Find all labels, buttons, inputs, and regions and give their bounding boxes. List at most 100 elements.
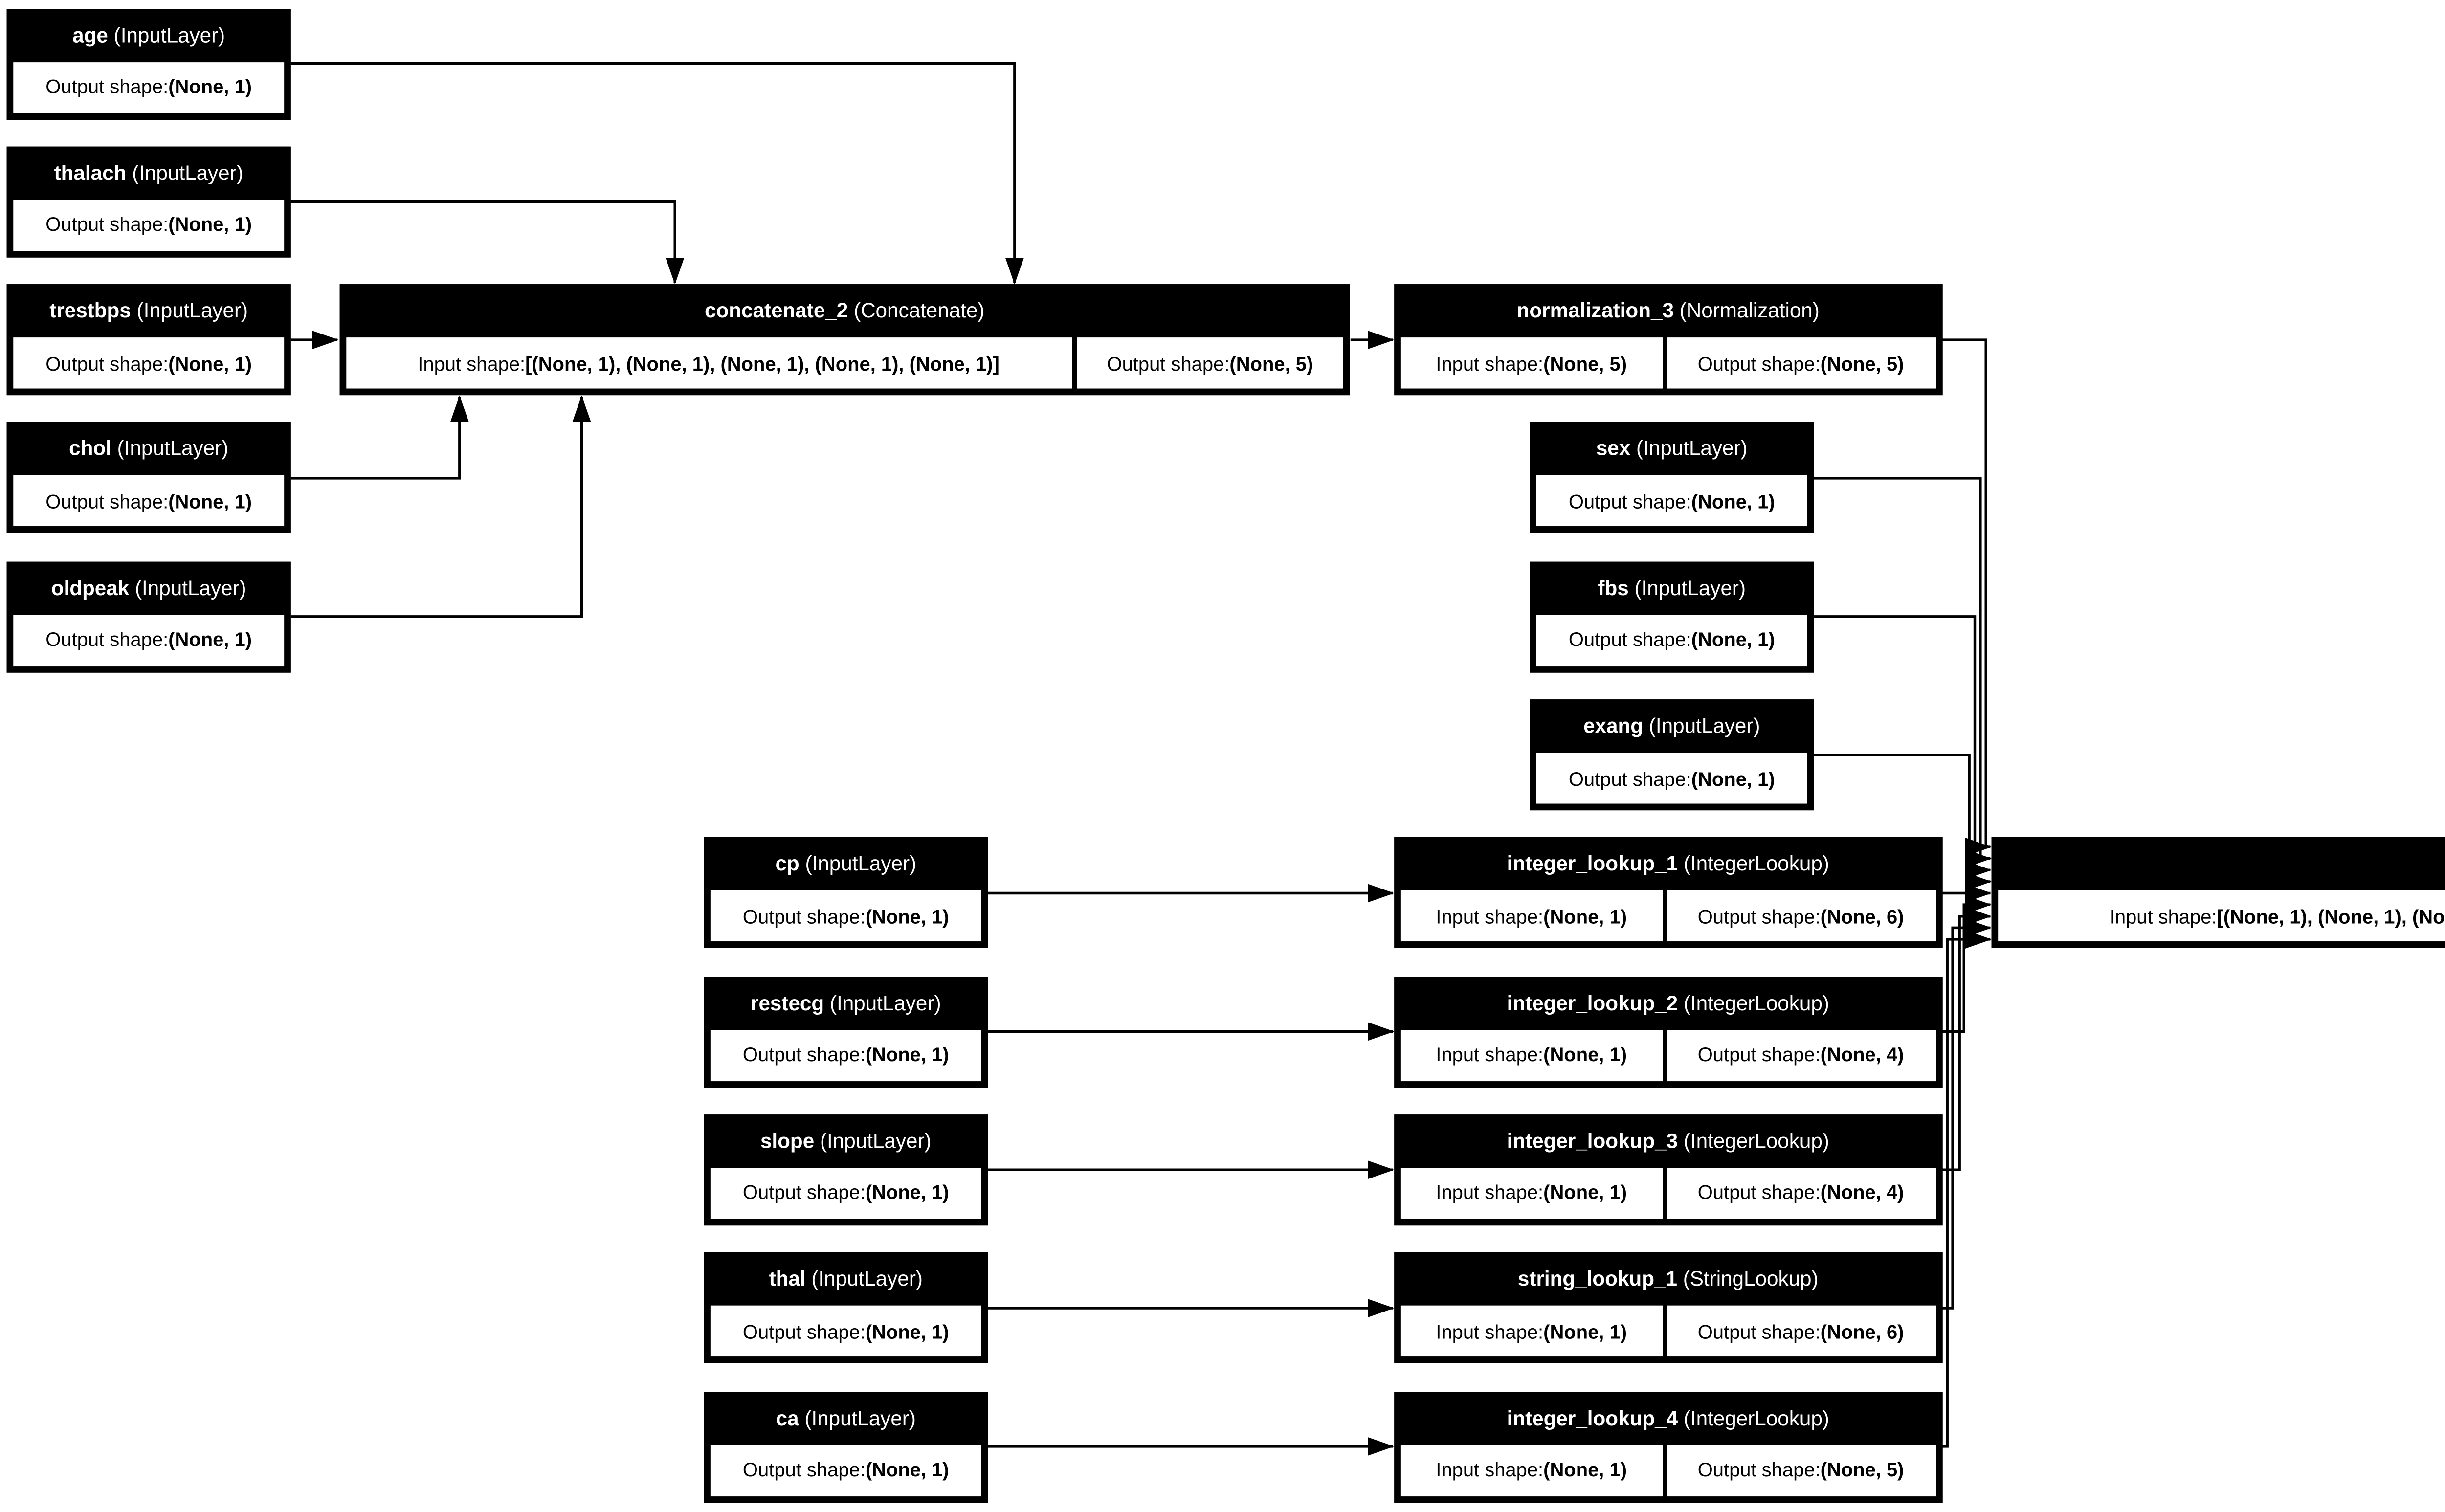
node-title: fbs (InputLayer) [1532,563,1812,614]
output-shape-value: (None, 1) [168,490,252,513]
output-shape-value: (None, 6) [1820,905,1904,928]
output-shape-label: Output shape: [742,1044,866,1066]
node-title: integer_lookup_2 (IntegerLookup) [1397,978,1940,1029]
layer-name: sex [1596,438,1631,461]
input-shape-cell: Input shape: (None, 1) [1400,1306,1662,1357]
layer-type: (InputLayer) [799,1406,916,1429]
input-shape-value: (None, 1) [1543,1044,1627,1066]
output-shape-value: (None, 1) [168,352,252,375]
output-shape-label: Output shape: [1568,628,1691,651]
output-shape-value: (None, 5) [1229,352,1313,375]
layer-type: (Normalization) [1673,300,1820,322]
node-body: Output shape: (None, 1) [9,199,289,255]
layer-name: thalach [54,161,127,184]
node-body: Output shape: (None, 1) [9,61,289,117]
output-shape-cell: Output shape: (None, 1) [13,476,285,527]
layer-type: (IntegerLookup) [1678,991,1829,1014]
input-shape-cell: Input shape: (None, 1) [1400,1029,1662,1081]
node-title: normalization_3 (Normalization) [1397,287,1940,337]
node-body: Output shape: (None, 1) [706,890,986,947]
output-shape-label: Output shape: [742,1458,866,1481]
output-shape-cell: Output shape: (None, 4) [1666,1029,1935,1081]
input-shape-value: [(None, 1), (None, 1), (None, 1), (None,… [525,352,1000,375]
layer-name: concatenate_2 [705,300,848,322]
node-body: Output shape: (None, 1) [9,337,289,394]
node-sex: sex (InputLayer) Output shape: (None, 1) [1530,422,1814,534]
node-normalization_3: normalization_3 (Normalization)Input sha… [1394,284,1942,396]
node-body: Input shape: (None, 1) Output shape: (Non… [1397,890,1940,947]
input-shape-cell: Input shape: (None, 1) [1400,1444,1662,1495]
edge-integer_lookup_3-concatenate_3 [1942,907,1992,1171]
output-shape-label: Output shape: [1697,1182,1821,1204]
edge-chol-concatenate_2 [290,395,469,480]
input-shape-cell: Input shape: [(None, 1), (None, 1), (Non… [345,337,1072,389]
output-shape-value: (None, 4) [1820,1182,1904,1204]
node-title: restecg (InputLayer) [706,978,986,1029]
layer-type: (InputLayer) [108,23,225,46]
edge-string_lookup_1-concatenate_3 [1942,918,1992,1310]
edge-normalization_3-concatenate_3 [1942,338,1992,857]
output-shape-label: Output shape: [1697,905,1821,928]
node-slope: slope (InputLayer)Output shape: (None, 1… [704,1114,988,1225]
output-shape-cell: Output shape: (None, 1) [1536,614,1807,666]
layer-type: (InputLayer) [1643,714,1760,737]
node-body: Output shape: (None, 1) [1532,614,1812,670]
output-shape-cell: Output shape: (None, 5) [1076,337,1344,389]
node-body: Output shape: (None, 1) [1532,753,1812,808]
output-shape-label: Output shape: [45,214,169,236]
output-shape-cell: Output shape: (None, 6) [1666,1306,1935,1357]
layer-name: integer_lookup_2 [1507,991,1678,1014]
layer-type: (IntegerLookup) [1678,1130,1829,1152]
output-shape-cell: Output shape: (None, 5) [1666,1444,1935,1495]
node-body: Output shape: (None, 1) [9,614,289,670]
layer-name: restecg [751,991,824,1014]
output-shape-value: (None, 4) [1820,1044,1904,1066]
edge-oldpeak-concatenate_2 [290,395,591,618]
output-shape-label: Output shape: [1697,1044,1821,1066]
node-oldpeak: oldpeak (InputLayer)Output shape: (None,… [6,561,291,672]
output-shape-cell: Output shape: (None, 1) [710,1306,981,1357]
input-shape-cell: Input shape: (None, 1) [1400,1167,1662,1219]
output-shape-cell: Output shape: (None, 1) [710,890,981,942]
layer-type: (InputLayer) [111,438,229,461]
input-shape-cell: Input shape: (None, 1) [1400,890,1662,942]
input-shape-value: (None, 1) [1543,1458,1627,1481]
output-shape-cell: Output shape: (None, 1) [1536,476,1807,527]
input-shape-cell: Input shape: [(None, 1), (None, 1), (Non… [1998,890,2445,942]
input-shape-label: Input shape: [1436,1182,1544,1204]
output-shape-label: Output shape: [45,75,169,98]
node-body: Output shape: (None, 1) [9,476,289,532]
layer-type: (InputLayer) [126,161,244,184]
input-shape-label: Input shape: [1436,1044,1544,1066]
output-shape-label: Output shape: [1568,767,1691,790]
layer-name: slope [760,1130,815,1152]
layer-name: thal [769,1268,806,1290]
layer-type: (Concatenate) [848,300,985,322]
output-shape-label: Output shape: [45,490,169,513]
node-ca: ca (InputLayer)Output shape: (None, 1) [704,1391,988,1502]
node-cp: cp (InputLayer)Output shape: (None, 1) [704,838,988,949]
edge-integer_lookup_2-concatenate_3 [1942,895,1992,1033]
layer-type: (InputLayer) [1630,438,1748,461]
input-shape-label: Input shape: [1436,905,1544,928]
edge-thalach-concatenate_2 [290,200,685,285]
output-shape-label: Output shape: [1697,352,1821,375]
input-shape-label: Input shape: [1436,1458,1544,1481]
input-shape-cell: Input shape: (None, 5) [1400,337,1662,389]
node-body: Input shape: [(None, 1), (None, 1), (Non… [341,337,1348,394]
output-shape-value: (None, 1) [168,75,252,98]
node-title: concatenate_3 (Concatenate) [1994,840,2445,891]
output-shape-cell: Output shape: (None, 1) [13,614,285,666]
output-shape-label: Output shape: [742,1182,866,1204]
output-shape-value: (None, 1) [1691,628,1775,651]
node-title: slope (InputLayer) [706,1116,986,1167]
edge-fbs-concatenate_3 [1814,615,1992,880]
node-age: age (InputLayer)Output shape: (None, 1) [6,7,291,119]
output-shape-label: Output shape: [1697,1320,1821,1343]
node-body: Input shape: (None, 1)Output shape: (Non… [1397,1029,1940,1085]
output-shape-value: (None, 5) [1820,352,1904,375]
output-shape-value: (None, 1) [865,905,949,928]
node-body: Output shape: (None, 1) [706,1444,986,1500]
